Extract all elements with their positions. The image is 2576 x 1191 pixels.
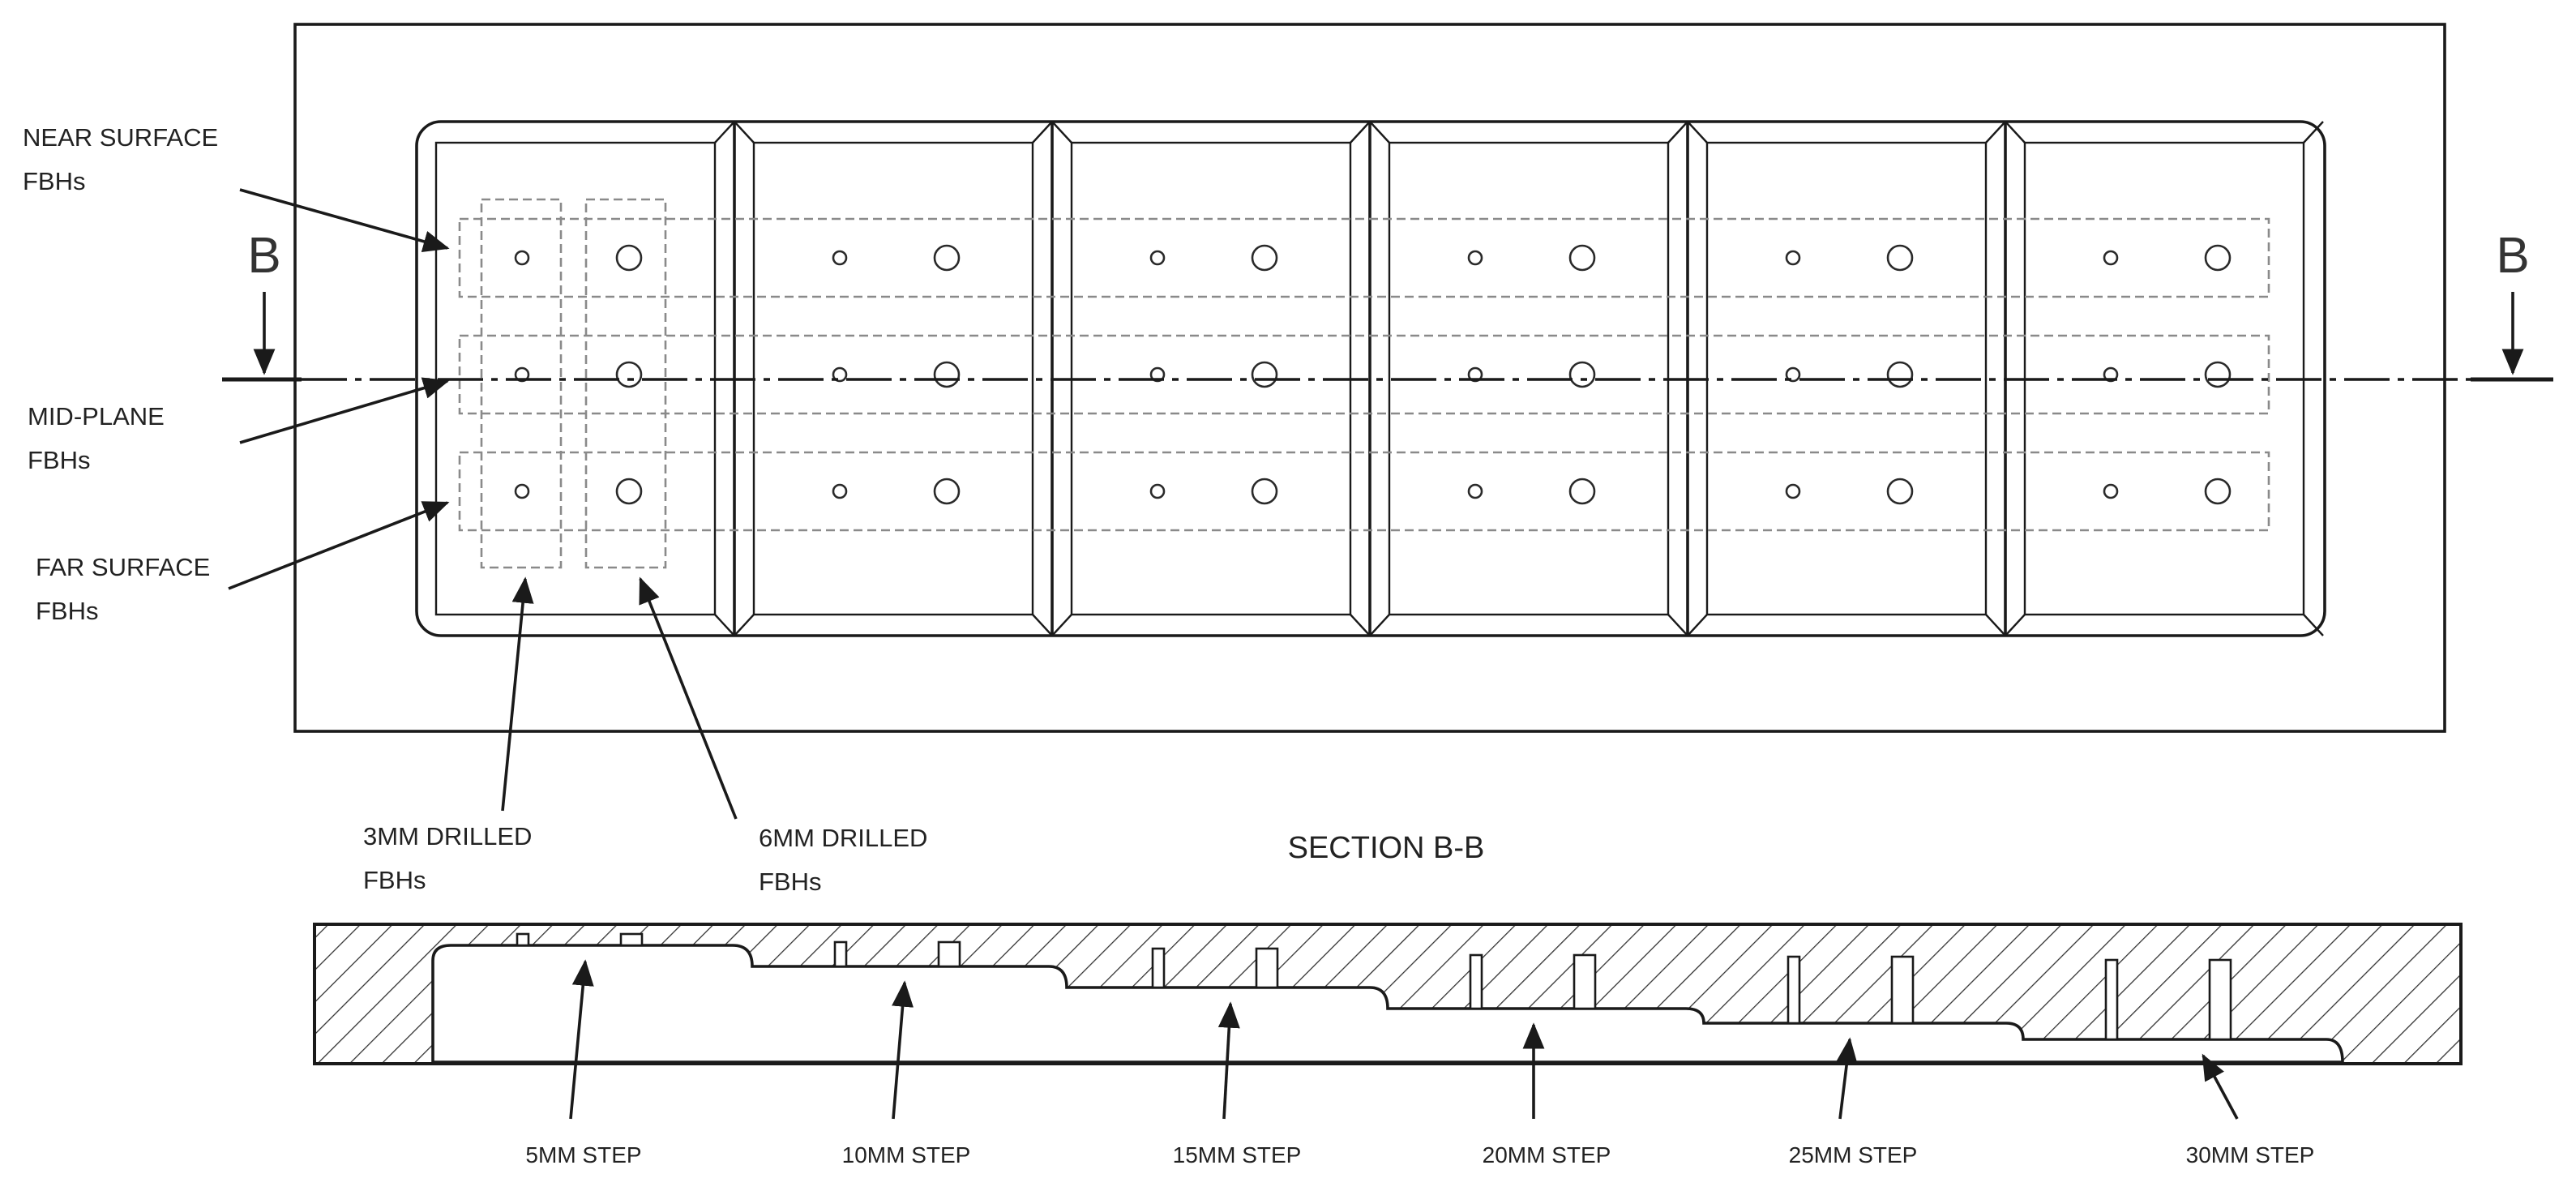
- section-fbh-3mm: [1151, 947, 1166, 989]
- svg-text:NEAR SURFACE: NEAR SURFACE: [23, 123, 218, 152]
- section-line-b-b: B B: [222, 228, 2553, 382]
- fbh-6mm-hole: [933, 478, 961, 505]
- 6mm-drilled-fbh-column: [584, 198, 667, 569]
- section-view: SECTION B-B 5MM STEP 10MM STEP 15MM STEP 20…: [313, 831, 2463, 1167]
- fbh-3mm-hole: [514, 250, 530, 266]
- step-label-text: 30MM STEP: [2186, 1142, 2315, 1167]
- step-labels: 5MM STEP 10MM STEP 15MM STEP 20MM STEP 25MM …: [525, 959, 2315, 1167]
- fbh-3mm-hole: [514, 483, 530, 499]
- svg-text:6MM DRILLED: 6MM DRILLED: [759, 824, 927, 852]
- svg-text:FBHs: FBHs: [363, 866, 426, 894]
- step-label: 20MM STEP: [1483, 1022, 1611, 1167]
- fbh-6mm-hole: [1886, 244, 1914, 272]
- fbh-3mm-hole: [1467, 250, 1483, 266]
- svg-text:3MM DRILLED: 3MM DRILLED: [363, 822, 532, 850]
- step-label: 5MM STEP: [525, 959, 642, 1167]
- step-cavity: [431, 944, 2344, 1064]
- fbh-3mm-hole: [1467, 483, 1483, 499]
- fbh-6mm-hole: [1886, 361, 1914, 388]
- near-surface-fbh-row: [458, 217, 2270, 298]
- section-fbh-6mm: [1890, 955, 1915, 1025]
- 3mm-drilled-fbh-column: [480, 198, 563, 569]
- fbh-6mm-hole: [615, 361, 643, 388]
- fbh-3mm-hole: [832, 366, 848, 383]
- fbh-3mm-hole: [514, 366, 530, 383]
- step-label: 30MM STEP: [2186, 1053, 2315, 1167]
- svg-text:FBHs: FBHs: [23, 167, 86, 195]
- section-fbh-3mm: [2104, 958, 2119, 1041]
- section-fbh-6mm: [1573, 953, 1597, 1010]
- fbh-6mm-hole: [615, 478, 643, 505]
- fbh-6mm-hole: [1568, 478, 1596, 505]
- 3mm-drilled-label: 3MM DRILLED FBHs: [363, 576, 534, 894]
- mid-plane-label: MID-PLANE FBHs: [28, 377, 450, 474]
- step-label-text: 25MM STEP: [1789, 1142, 1918, 1167]
- step-label: 25MM STEP: [1789, 1037, 1918, 1167]
- fbh-3mm-hole: [2103, 250, 2119, 266]
- fbh-3mm-hole: [2103, 366, 2119, 383]
- fbh-3mm-hole: [1149, 483, 1166, 499]
- fbh-3mm-hole: [832, 483, 848, 499]
- svg-text:FBHs: FBHs: [28, 446, 91, 474]
- fbh-3mm-hole: [1149, 250, 1166, 266]
- svg-text:MID-PLANE: MID-PLANE: [28, 402, 165, 431]
- step-panel: [1368, 121, 1688, 636]
- section-fbh-6mm: [2208, 958, 2232, 1041]
- fbh-3mm-hole: [1467, 366, 1483, 383]
- section-fbh-6mm: [619, 932, 644, 947]
- fbh-6mm-hole: [1568, 361, 1596, 388]
- fbh-3mm-hole: [1785, 366, 1801, 383]
- step-label-text: 20MM STEP: [1483, 1142, 1611, 1167]
- fbh-3mm-hole: [1149, 366, 1166, 383]
- section-fbh-3mm: [1469, 953, 1483, 1010]
- fbh-6mm-hole: [2204, 244, 2232, 272]
- step-label-text: 15MM STEP: [1173, 1142, 1302, 1167]
- far-surface-fbh-row: [458, 451, 2270, 532]
- fbh-6mm-hole: [2204, 478, 2232, 505]
- fbh-6mm-hole: [1251, 244, 1278, 272]
- fbh-6mm-hole: [1251, 361, 1278, 388]
- fbh-6mm-hole: [933, 244, 961, 272]
- near-surface-label: NEAR SURFACE FBHs: [23, 123, 450, 252]
- section-fbh-3mm: [1787, 955, 1801, 1025]
- svg-text:FBHs: FBHs: [36, 597, 99, 625]
- fbh-6mm-hole: [615, 244, 643, 272]
- svg-text:FBHs: FBHs: [759, 868, 822, 896]
- step-label-text: 10MM STEP: [842, 1142, 971, 1167]
- section-title: SECTION B-B: [1288, 831, 1485, 865]
- plan-view: B B NEAR SURFACE FBHs MID-PLANE FBHs FAR…: [23, 23, 2553, 896]
- step-label-text: 5MM STEP: [525, 1142, 641, 1167]
- section-fbh-6mm: [937, 940, 961, 968]
- fbh-6mm-hole: [1886, 478, 1914, 505]
- fbh-3mm-hole: [832, 250, 848, 266]
- fbh-6mm-hole: [1251, 478, 1278, 505]
- fbh-6mm-hole: [933, 361, 961, 388]
- section-fbhs: [516, 932, 2232, 1041]
- fbh-3mm-hole: [1785, 483, 1801, 499]
- fbh-holes: [514, 244, 2232, 505]
- step-label: 15MM STEP: [1173, 1001, 1302, 1167]
- far-surface-label: FAR SURFACE FBHs: [36, 501, 450, 625]
- fbh-3mm-hole: [1785, 250, 1801, 266]
- step-label: 10MM STEP: [842, 980, 971, 1167]
- 6mm-drilled-label: 6MM DRILLED FBHs: [639, 576, 927, 896]
- section-fbh-3mm: [833, 940, 848, 968]
- fbh-6mm-hole: [2204, 361, 2232, 388]
- fbh-3mm-hole: [2103, 483, 2119, 499]
- section-profile: [313, 923, 2463, 1065]
- fbh-6mm-hole: [1568, 244, 1596, 272]
- svg-text:FAR SURFACE: FAR SURFACE: [36, 553, 210, 581]
- section-fbh-3mm: [516, 932, 530, 947]
- section-fbh-6mm: [1255, 947, 1279, 989]
- section-marker-left: B: [247, 228, 280, 284]
- section-marker-right: B: [2496, 228, 2529, 284]
- mid-plane-fbh-row: [458, 334, 2270, 415]
- fbh-rows: [458, 198, 2270, 569]
